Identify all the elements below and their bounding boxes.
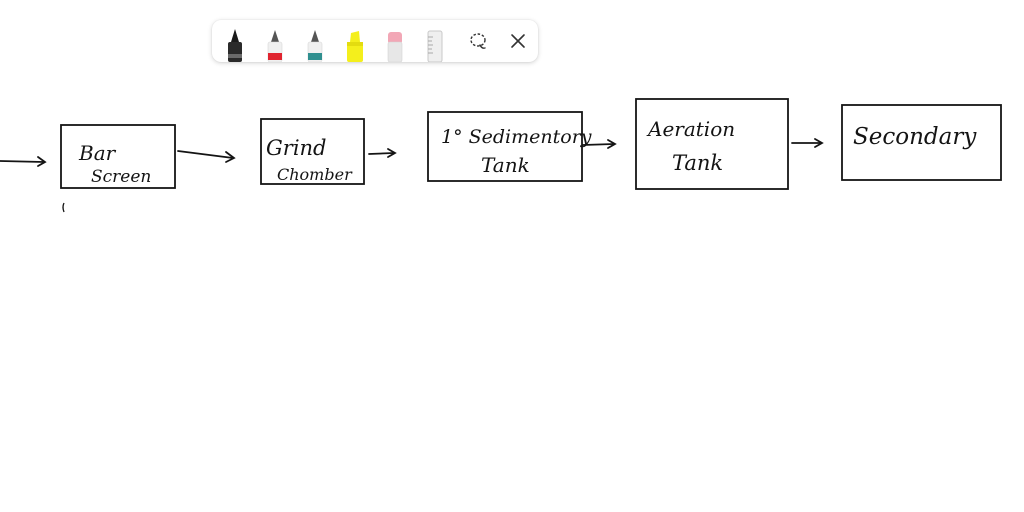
flow-box-bar-screen	[60, 124, 176, 189]
box-aeration-tank-line2: Tank	[672, 151, 723, 175]
eraser-icon[interactable]	[378, 20, 412, 62]
inflow-arrow	[0, 156, 47, 167]
flow-box-aeration-tank	[635, 98, 789, 190]
stray-ink-mark	[62, 202, 65, 213]
flow-box-primary-sedimentation	[427, 111, 583, 182]
pen-red-icon[interactable]	[258, 20, 292, 62]
flow-arrow	[582, 139, 617, 149]
flow-box-grind-chamber	[260, 118, 365, 185]
close-icon[interactable]	[506, 29, 530, 53]
ballpoint-pen-icon[interactable]	[218, 20, 252, 62]
box-grind-chamber-line2: Chomber	[277, 165, 353, 184]
pen-toolbar	[212, 20, 538, 62]
ruler-icon[interactable]	[418, 20, 452, 62]
box-secondary-line1: Secondary	[853, 124, 977, 150]
box-bar-screen-line1: Bar	[78, 141, 117, 165]
pen-teal-icon[interactable]	[298, 20, 332, 62]
flow-arrow	[177, 150, 236, 163]
lasso-select-icon[interactable]	[466, 29, 490, 53]
box-primary-sedimentation-line1: 1° Sedimentory	[441, 126, 592, 148]
flow-arrow	[368, 148, 397, 158]
box-bar-screen-line2: Screen	[91, 167, 151, 187]
flow-box-secondary	[841, 104, 1002, 181]
box-grind-chamber-line1: Grind	[266, 136, 327, 160]
box-aeration-tank-line1: Aeration	[646, 117, 735, 141]
box-primary-sedimentation-line2: Tank	[481, 153, 530, 177]
flow-arrow	[791, 138, 824, 148]
highlighter-icon[interactable]	[338, 20, 372, 62]
